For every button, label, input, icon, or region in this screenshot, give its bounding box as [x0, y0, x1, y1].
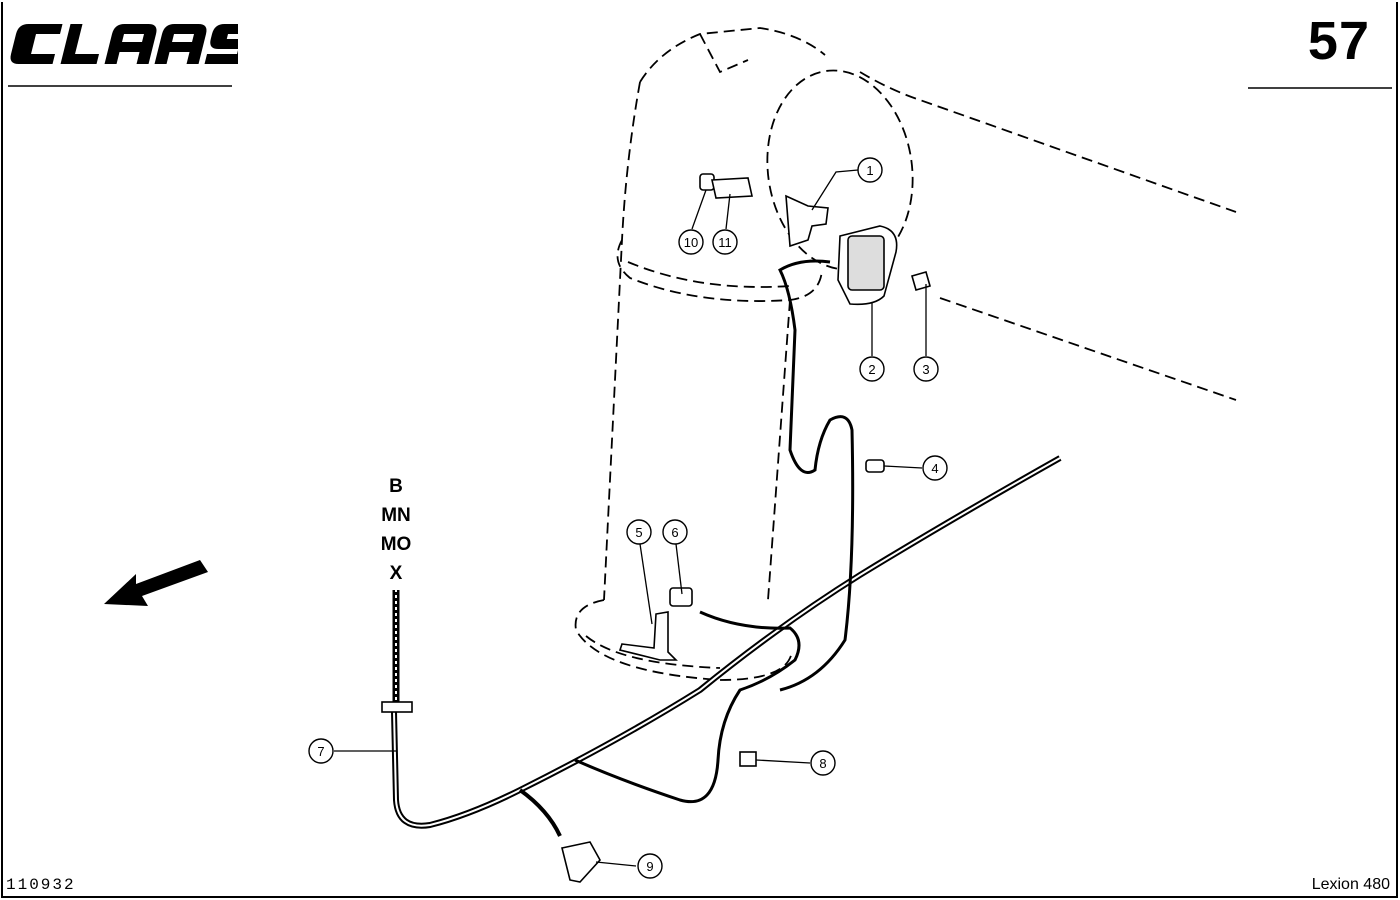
svg-text:8: 8	[819, 756, 826, 771]
svg-text:9: 9	[646, 859, 653, 874]
wiring-harness	[391, 259, 1062, 837]
connector-codes: B MN MO X	[370, 472, 422, 588]
svg-text:11: 11	[718, 235, 732, 250]
connector-code: MN	[381, 505, 411, 526]
callout-11: 11	[712, 229, 738, 255]
claas-logo	[10, 24, 238, 64]
direction-arrow	[104, 560, 208, 606]
leader-lines	[334, 169, 927, 867]
svg-text:1: 1	[866, 163, 873, 178]
callout-3: 3	[913, 356, 939, 382]
connector-9	[561, 841, 601, 883]
callout-4: 4	[922, 455, 948, 481]
callout-10: 10	[678, 229, 704, 255]
svg-text:5: 5	[635, 525, 642, 540]
callout-1: 1	[857, 157, 883, 183]
callout-7: 7	[308, 738, 334, 764]
plate-11	[711, 177, 753, 199]
connector-code: X	[389, 563, 403, 584]
connector-code: MO	[380, 534, 412, 555]
work-light-2	[837, 225, 898, 306]
page-number: 57	[1307, 11, 1370, 71]
grommet	[381, 701, 413, 713]
callout-9: 9	[637, 853, 663, 879]
svg-text:2: 2	[868, 362, 875, 377]
bracket-5	[618, 611, 678, 661]
svg-text:10: 10	[684, 235, 698, 250]
bracket-1	[785, 194, 829, 248]
svg-text:3: 3	[922, 362, 929, 377]
callout-2: 2	[859, 356, 885, 382]
callout-6: 6	[662, 519, 688, 545]
auger-housing-outline	[574, 27, 1237, 681]
svg-text:4: 4	[931, 461, 938, 476]
parts	[381, 173, 931, 883]
svg-text:7: 7	[317, 744, 324, 759]
connector-code: B	[389, 476, 403, 497]
callout-5: 5	[626, 519, 652, 545]
model-name: Lexion 480	[1311, 876, 1390, 893]
svg-text:6: 6	[671, 525, 678, 540]
drawing-id: 110932	[6, 876, 76, 894]
clip-8	[739, 751, 757, 767]
callout-8: 8	[810, 750, 836, 776]
